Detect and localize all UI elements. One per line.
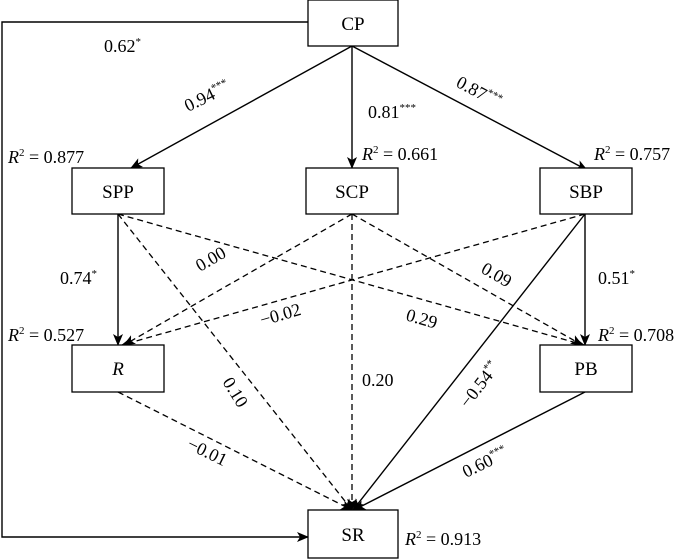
edge-spp-pb: [117, 213, 585, 347]
edge-sbp-r: [121, 213, 586, 347]
edge-sbp-sr: [352, 213, 586, 511]
node-sr-label: SR: [341, 525, 365, 546]
coef-spp-pb: 0.29: [404, 305, 440, 333]
edge-cp-sbp: [351, 45, 588, 171]
coef-r-sr: −0.01: [184, 434, 230, 470]
node-cp: CP: [307, 0, 399, 47]
node-spp-label: SPP: [102, 182, 134, 203]
node-r-label: R: [111, 359, 124, 380]
node-scp: SCP: [305, 167, 399, 215]
r2-label-sbp: R2 = 0.757: [593, 144, 670, 164]
coef-sbp-pb: 0.51*: [598, 268, 635, 288]
node-pb: PB: [539, 344, 633, 393]
edge-pb-sr: [353, 391, 586, 511]
r2-label-sr: R2 = 0.913: [404, 529, 481, 549]
edge-cp-spp: [130, 45, 353, 169]
coef-cp-sbp: 0.87***: [453, 72, 505, 112]
node-scp-label: SCP: [335, 182, 369, 203]
edge-spp-sr: [117, 213, 353, 511]
node-r: R: [71, 344, 165, 393]
r2-label-pb: R2 = 0.708: [597, 325, 674, 345]
coef-scp-r: 0.00: [192, 242, 229, 275]
coef-cp-spp: 0.94***: [181, 77, 233, 116]
r2-label-scp: R2 = 0.661: [361, 144, 438, 164]
edge-cp-sr: [1, 21, 309, 542]
node-spp: SPP: [71, 167, 165, 215]
coef-cp-sr: 0.62*: [104, 36, 141, 56]
node-sbp: SBP: [539, 167, 633, 215]
coef-sbp-sr: −0.54**: [455, 358, 503, 412]
edge-r-sr: [117, 391, 353, 511]
coef-spp-sr: 0.10: [219, 374, 253, 411]
edge-scp-r: [123, 213, 353, 346]
coef-sbp-r: −0.02: [258, 299, 304, 330]
coef-pb-sr: 0.60***: [459, 443, 511, 482]
edge-scp-pb: [351, 213, 583, 346]
coef-scp-sr: 0.20: [362, 370, 394, 390]
node-sbp-label: SBP: [569, 182, 603, 203]
coef-spp-r: 0.74*: [60, 268, 97, 288]
node-cp-label: CP: [341, 14, 364, 35]
r2-label-spp: R2 = 0.877: [7, 147, 84, 167]
r2-label-r: R2 = 0.527: [7, 325, 84, 345]
coef-scp-pb: 0.09: [478, 258, 515, 291]
node-sr: SR: [307, 509, 399, 559]
node-pb-label: PB: [574, 359, 597, 380]
coef-cp-scp: 0.81***: [368, 102, 416, 122]
